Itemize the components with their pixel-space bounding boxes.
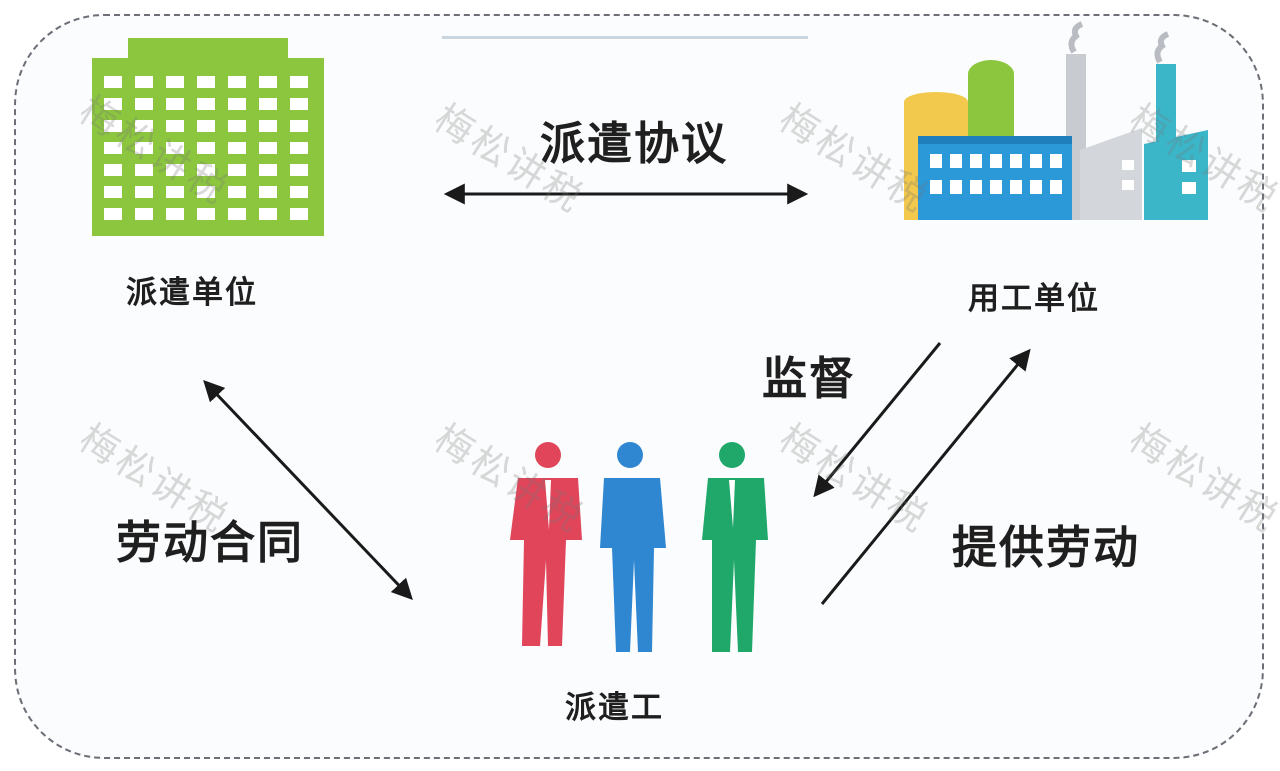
building-window [104, 164, 122, 176]
factory-window [970, 154, 982, 168]
factory-window [950, 154, 962, 168]
labor-contract-label: 劳动合同 [116, 516, 305, 569]
building-window [166, 142, 184, 154]
factory-window [930, 180, 942, 194]
factory-icon [904, 21, 1208, 220]
building-window [228, 208, 246, 220]
building-window [197, 142, 215, 154]
employer-unit-label: 用工单位 [968, 281, 1100, 317]
building-window [166, 186, 184, 198]
building-window [166, 208, 184, 220]
factory-window [1010, 180, 1022, 194]
building-window [135, 120, 153, 132]
building-window [166, 76, 184, 88]
factory-window [990, 154, 1002, 168]
building-window [197, 186, 215, 198]
building-window [290, 76, 308, 88]
building-window [259, 98, 277, 110]
building-window [166, 98, 184, 110]
top-divider [442, 36, 808, 39]
building-window [290, 164, 308, 176]
building-window [228, 76, 246, 88]
building-window [259, 208, 277, 220]
building-window [290, 120, 308, 132]
worker-green-icon [702, 442, 768, 652]
worker-blue-icon [600, 442, 666, 652]
building-window [104, 98, 122, 110]
factory-window [990, 180, 1002, 194]
building-window [259, 142, 277, 154]
building-window [135, 98, 153, 110]
building-window [166, 164, 184, 176]
building-window [228, 120, 246, 132]
building-window [259, 164, 277, 176]
building-window [290, 186, 308, 198]
building-window [228, 142, 246, 154]
building-window [259, 186, 277, 198]
factory-window [970, 180, 982, 194]
building-window [135, 142, 153, 154]
building-window [104, 76, 122, 88]
building-window [290, 208, 308, 220]
factory-window [1030, 154, 1042, 168]
building-window [135, 164, 153, 176]
contract-arrow [203, 379, 413, 601]
building-window [104, 142, 122, 154]
provide-labor-label: 提供劳动 [952, 521, 1141, 574]
building-window [197, 208, 215, 220]
supervision-arrow [813, 342, 942, 498]
worker-red-icon [510, 442, 582, 646]
office-building-icon [92, 38, 324, 236]
building-window [197, 98, 215, 110]
factory-window [1050, 154, 1062, 168]
building-window [259, 120, 277, 132]
factory-window [1050, 180, 1062, 194]
building-window [135, 186, 153, 198]
factory-window [1030, 180, 1042, 194]
building-window [197, 76, 215, 88]
dispatch-agreement-label: 派遣协议 [540, 117, 729, 170]
dispatched-worker-label: 派遣工 [565, 690, 664, 726]
building-window [290, 142, 308, 154]
supervision-label: 监督 [762, 352, 857, 405]
building-window [166, 120, 184, 132]
provide-labor-arrow [820, 348, 1031, 605]
factory-window [930, 154, 942, 168]
factory-window [1010, 154, 1022, 168]
building-window [228, 98, 246, 110]
building-window [228, 164, 246, 176]
building-window [290, 98, 308, 110]
dispatch-unit-label: 派遣单位 [126, 275, 258, 311]
factory-window [950, 180, 962, 194]
building-window [104, 208, 122, 220]
building-window [135, 208, 153, 220]
building-window [228, 186, 246, 198]
building-window [104, 186, 122, 198]
building-window [259, 76, 277, 88]
building-window [197, 164, 215, 176]
building-window [104, 120, 122, 132]
building-window [135, 76, 153, 88]
building-window [197, 120, 215, 132]
